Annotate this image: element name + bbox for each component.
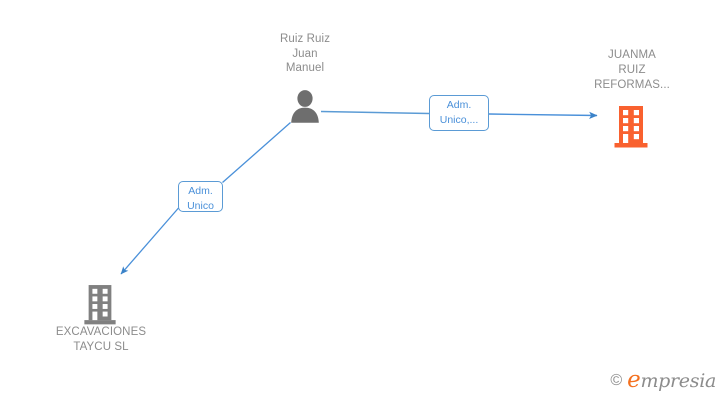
person-node-label: Ruiz Ruiz Juan Manuel (279, 33, 331, 74)
edge-label-person-to-gray[interactable]: Adm. Unico (178, 181, 223, 212)
company-orange-node-label: JUANMA RUIZ REFORMAS... (594, 49, 670, 91)
company-gray-node-label: EXCAVACIONES TAYCU SL (55, 326, 147, 353)
node-company-gray[interactable] (82, 283, 118, 325)
edge-label-person-to-orange[interactable]: Adm. Unico,... (429, 95, 489, 131)
edge-line-box2-to-gray (120, 207, 179, 275)
watermark: © empresia (610, 369, 716, 392)
person-icon (291, 90, 319, 123)
edge-line-person-to-box1 (320, 110, 430, 115)
brand-initial: e (627, 367, 641, 393)
node-company-orange[interactable] (612, 104, 650, 148)
building-icon (614, 106, 648, 148)
brand-wordmark: empresia (627, 369, 716, 392)
copyright-icon: © (610, 371, 623, 389)
brand-rest: mpresia (640, 370, 716, 392)
edge-line-box1-to-orange (488, 111, 598, 120)
edge-line-person-to-box2 (222, 122, 291, 183)
building-icon (84, 285, 116, 325)
node-person[interactable] (288, 89, 322, 123)
